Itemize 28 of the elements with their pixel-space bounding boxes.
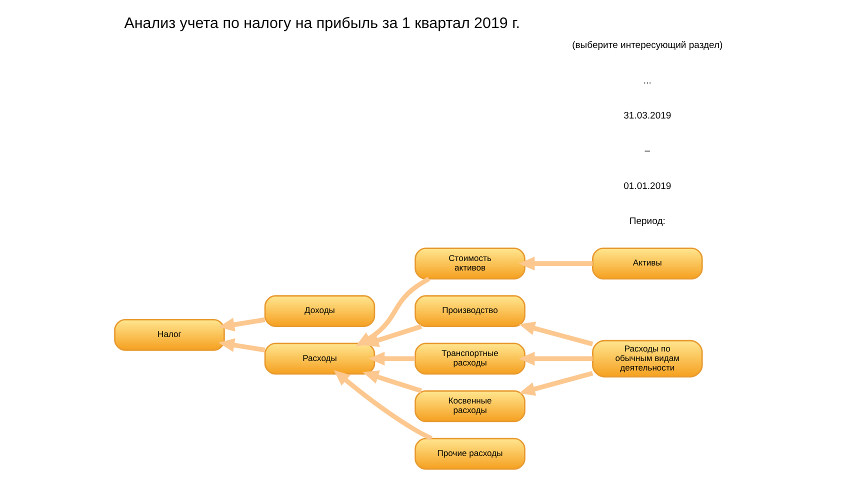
label: (выберите интересующий раздел): [572, 40, 723, 52]
arrow: [362, 370, 422, 394]
arrow: [362, 324, 422, 347]
node-box: Активы: [592, 248, 703, 280]
label: 01.01.2019: [624, 180, 672, 192]
arrow: [218, 317, 266, 332]
arrow: [518, 322, 594, 346]
label: ...: [643, 75, 652, 86]
arrow: [334, 370, 433, 441]
node-box: Производство: [414, 295, 526, 328]
arrow: [518, 352, 593, 366]
node-box: Расходы: [264, 342, 376, 375]
node-box: Доходы: [264, 295, 376, 328]
arrow: [218, 338, 266, 352]
arrow: [368, 352, 416, 366]
node-box: Прочие расходы: [414, 438, 526, 470]
diagram-title: Анализ учета по налогу на прибыль за 1 квартал 2019 г.: [124, 14, 520, 32]
node-box: Расходы по обычным видам деятельности: [592, 340, 703, 378]
label: Период:: [629, 216, 666, 228]
arrow: [518, 256, 593, 271]
node-box: Стоимость активов: [414, 248, 526, 280]
arrow: [518, 370, 594, 396]
node-box: Косвенные расходы: [414, 390, 526, 422]
arrow: [356, 276, 430, 346]
node-box: Налог: [114, 318, 225, 351]
label: –: [644, 146, 650, 157]
label: 31.03.2019: [624, 110, 672, 122]
node-box: Транспортные расходы: [414, 342, 526, 375]
